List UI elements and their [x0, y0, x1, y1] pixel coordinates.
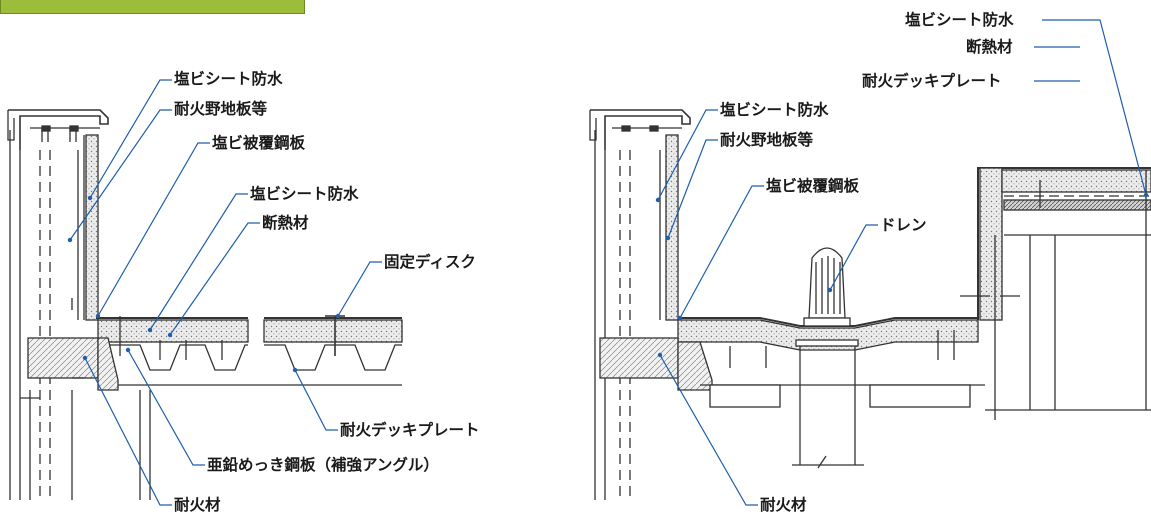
drain-fitting — [792, 247, 864, 469]
label-right-drain: ドレン — [880, 216, 927, 234]
label-left-fireproof-sheathing: 耐火野地板等 — [174, 100, 268, 118]
label-left-fireproof-deck: 耐火デッキプレート — [340, 421, 480, 439]
label-left-galvanized-angle: 亜鉛めっき鋼板（補強アングル） — [207, 456, 439, 474]
label-left-pvc-coated-steel: 塩ビ被覆鋼板 — [212, 134, 306, 152]
label-right-fireproof-deck-top: 耐火デッキプレート — [862, 72, 1002, 90]
leader-lines — [69, 19, 1147, 506]
label-left-pvc-waterproof-top: 塩ビシート防水 — [174, 70, 283, 88]
label-right-insulation-top: 断熱材 — [966, 38, 1013, 56]
leader-dots — [67, 192, 1149, 373]
label-right-pvc-coated-steel: 塩ビ被覆鋼板 — [766, 177, 860, 195]
label-right-pvc-waterproof: 塩ビシート防水 — [720, 101, 829, 119]
left-detail — [7, 109, 403, 500]
label-left-fixing-disc: 固定ディスク — [384, 253, 476, 271]
label-left-pvc-waterproof: 塩ビシート防水 — [250, 185, 359, 203]
section-title-bar — [0, 0, 305, 14]
label-left-fireproof-material: 耐火材 — [174, 496, 221, 514]
label-right-fireproof-sheathing: 耐火野地板等 — [720, 131, 814, 149]
label-left-insulation: 断熱材 — [262, 214, 309, 232]
right-detail — [589, 109, 1151, 500]
label-right-pvc-waterproof-top: 塩ビシート防水 — [905, 11, 1014, 29]
label-right-fireproof-material: 耐火材 — [760, 496, 807, 514]
